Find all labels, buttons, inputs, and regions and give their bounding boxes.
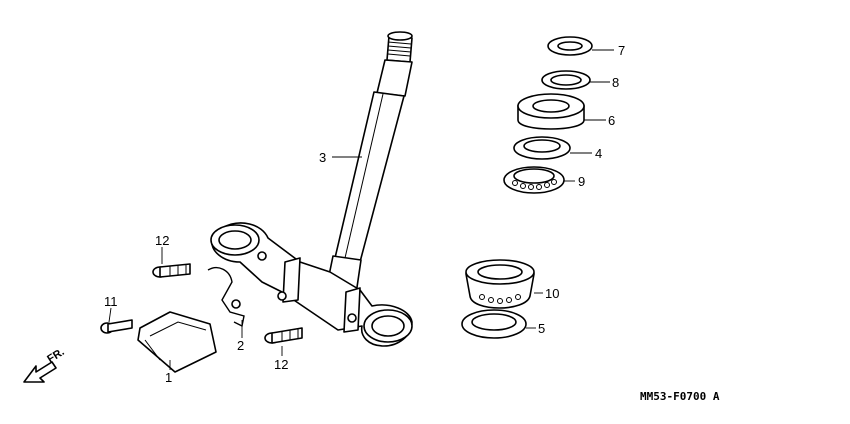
callout-3: 3 (319, 150, 326, 165)
leader-lines (108, 49, 614, 370)
callout-5: 5 (538, 321, 545, 336)
front-direction-arrow: FR. (23, 346, 67, 383)
dust-seal-lower[interactable] (461, 309, 527, 339)
callout-8: 8 (612, 75, 619, 90)
bolt-upper[interactable] (152, 263, 191, 278)
callout-2: 2 (237, 338, 244, 353)
callout-6: 6 (608, 113, 615, 128)
lock-washer[interactable] (541, 70, 591, 90)
diagram-code: MM53-F0700 A (640, 390, 720, 403)
wire-clip[interactable] (207, 266, 245, 328)
bolt-small[interactable] (100, 319, 133, 334)
callout-4: 4 (595, 146, 602, 161)
callout-10: 10 (545, 286, 559, 301)
steering-nut-lock[interactable] (547, 36, 593, 56)
direction-label: FR. (45, 346, 66, 366)
callout-7: 7 (618, 43, 625, 58)
bearing-lower[interactable] (465, 259, 535, 309)
callout-11: 11 (104, 294, 118, 309)
steering-stem[interactable] (325, 31, 413, 295)
adjusting-nut[interactable] (517, 93, 585, 130)
bearing-upper[interactable] (503, 166, 565, 194)
callout-12-lower: 12 (274, 357, 288, 372)
dust-seal-upper[interactable] (513, 136, 571, 160)
callout-12-upper: 12 (155, 233, 169, 248)
bolt-lower[interactable] (264, 327, 303, 344)
callout-9: 9 (578, 174, 585, 189)
callouts: 3 7 8 6 4 9 10 5 12 11 2 1 12 (104, 43, 625, 385)
cable-guide[interactable] (137, 311, 217, 373)
callout-1: 1 (165, 370, 172, 385)
lower-bracket[interactable] (210, 222, 413, 347)
